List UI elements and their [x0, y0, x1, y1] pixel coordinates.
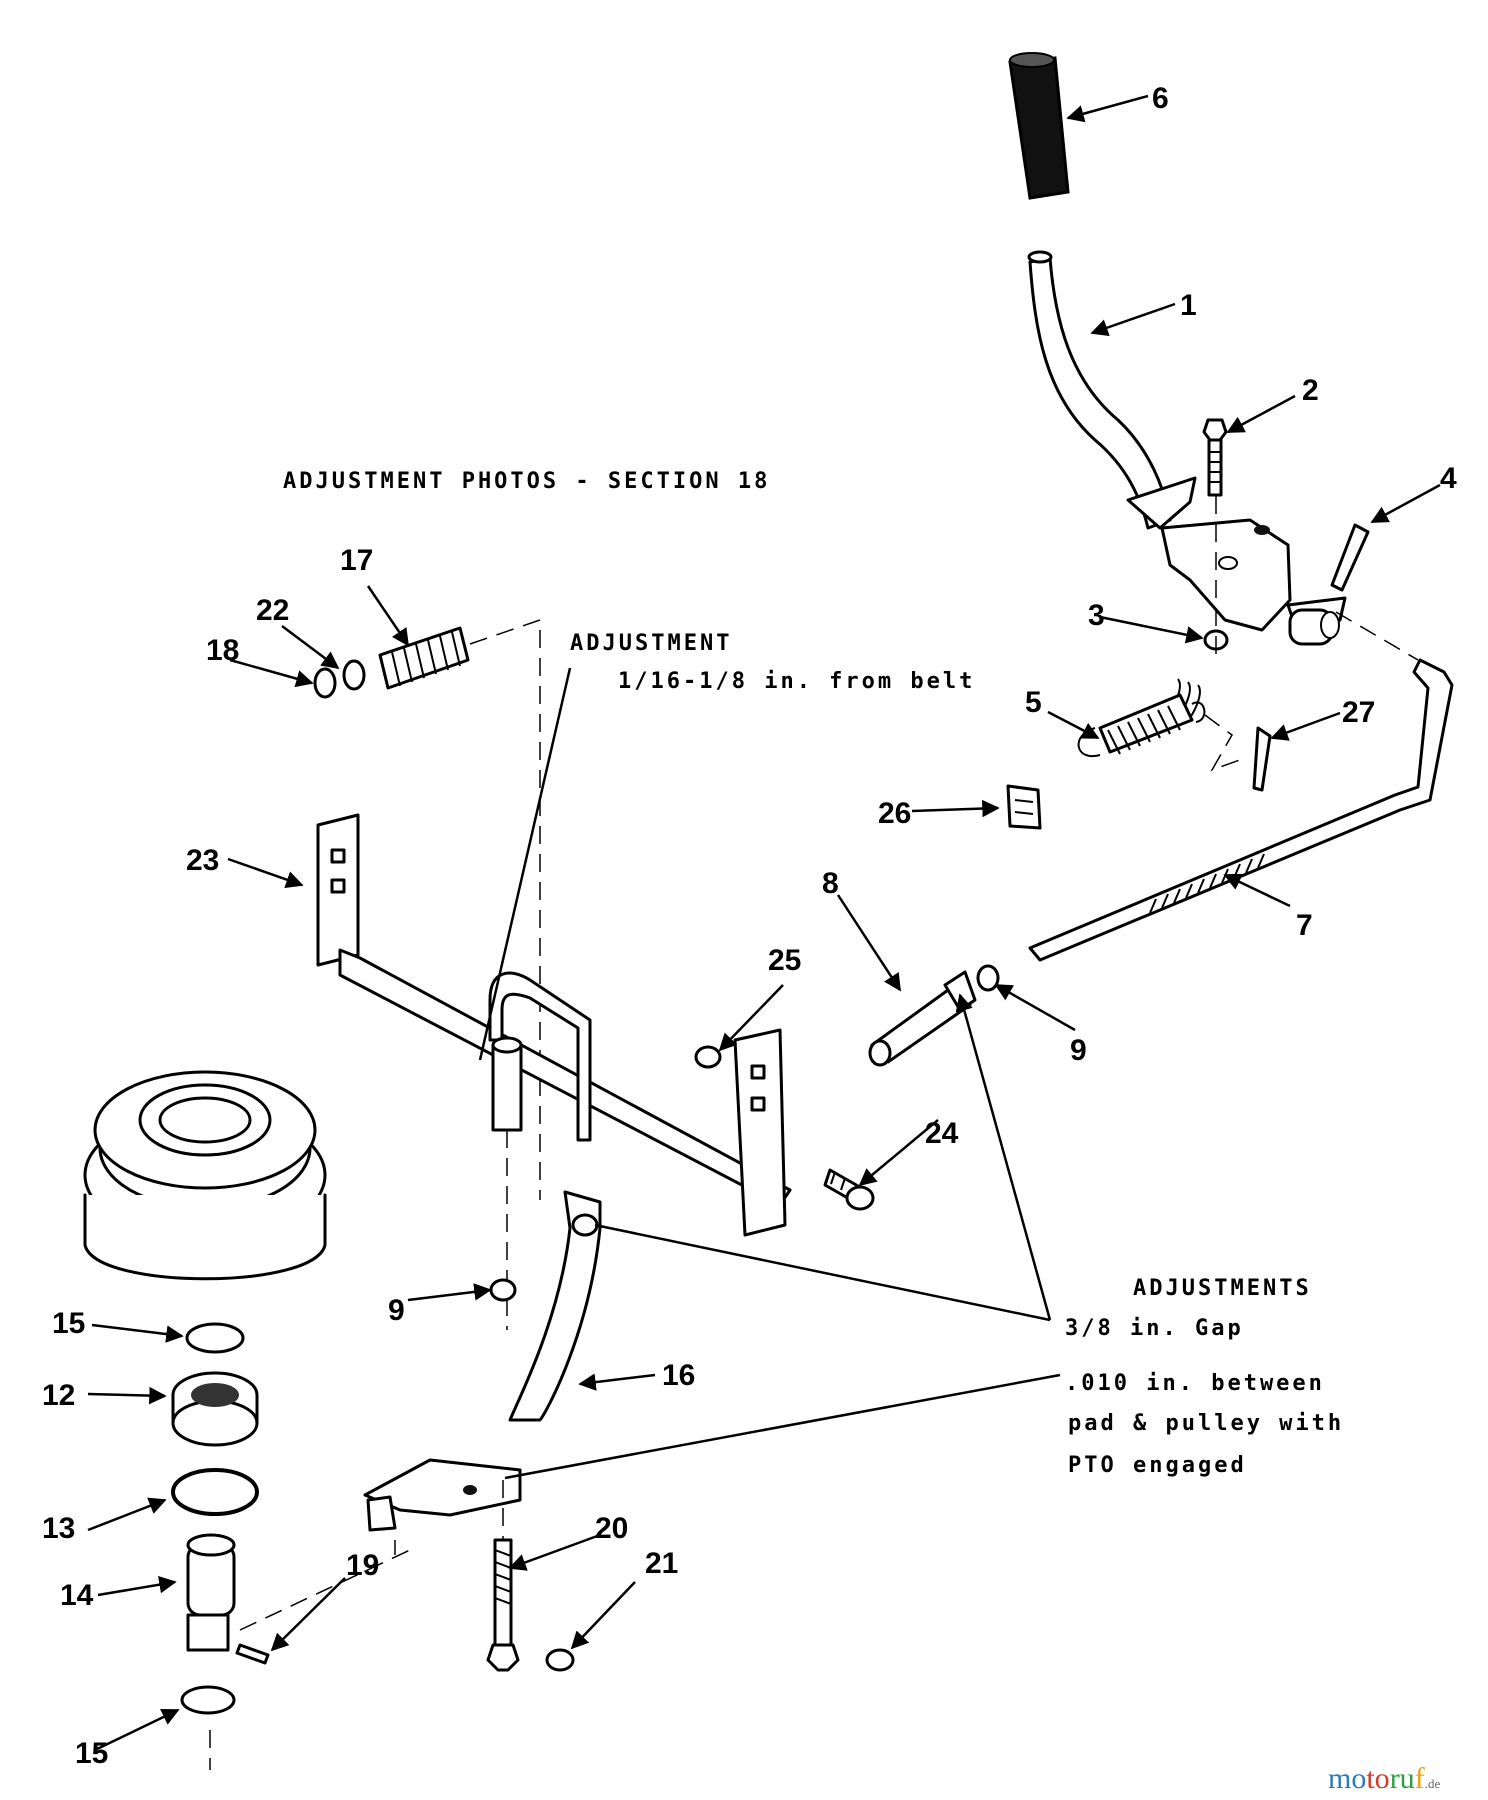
lever-handle-part	[1027, 250, 1347, 646]
callout-22: 24	[925, 1117, 959, 1150]
clip-part-15-lower	[180, 1685, 236, 1715]
pad-note-line2: pad & pulley with	[1068, 1411, 1344, 1436]
callout-7: 5	[1025, 686, 1042, 719]
callout-4: 6	[1152, 82, 1169, 115]
sleeve-part-8	[868, 970, 977, 1067]
callout-25: 22	[256, 594, 289, 627]
nut-part-9-upper	[976, 964, 1000, 992]
grip-part	[1008, 52, 1070, 200]
callout-9-upper: 9	[1070, 1034, 1087, 1067]
svg-text:motoruf.de: motoruf.de	[1328, 1762, 1440, 1795]
clip-part-18	[313, 667, 337, 699]
notes: ADJUSTMENT PHOTOS - SECTION 18 ADJUSTMEN…	[283, 469, 1344, 1478]
callout-5: 7	[1296, 909, 1313, 942]
callout-numbers: 6 1 2 3 4 5 27 26 7 8 9 25 24 23 17 22 1…	[42, 82, 1457, 1770]
washer-part-21	[545, 1648, 575, 1672]
ring-part-13	[171, 1468, 259, 1516]
pad-note-line1: .010 in. between	[1065, 1371, 1325, 1396]
cotter-pin-part-6	[1330, 523, 1370, 592]
callout-27: 27	[1342, 696, 1375, 729]
leader-lines	[87, 94, 1441, 1752]
cotter-pin-part-27	[1252, 726, 1272, 792]
nut-part-23	[694, 1045, 722, 1069]
bearing-part-12	[171, 1371, 259, 1447]
clip-part-15-upper	[185, 1322, 245, 1354]
watermark-logo: motoruf.de	[1328, 1762, 1440, 1795]
bracket-part-24	[316, 813, 792, 1237]
callout-15-lower: 15	[75, 1737, 108, 1770]
adjustments-title: ADJUSTMENTS	[1133, 1276, 1312, 1301]
arm-part-16	[363, 1190, 602, 1532]
control-rod-part	[1028, 611, 1454, 962]
callout-14: 14	[60, 1579, 94, 1612]
callout-18: 18	[206, 634, 239, 667]
pulley-part	[83, 1070, 327, 1281]
shaft-part-14	[186, 1533, 236, 1652]
callout-2: 2	[1302, 374, 1319, 407]
bolt-part-2	[1202, 418, 1228, 497]
callout-23: 25	[768, 944, 801, 977]
adjustment-title: ADJUSTMENT	[570, 631, 732, 656]
bolt-part-22	[823, 1168, 875, 1211]
callout-19: 19	[346, 1549, 379, 1582]
spring-part-17	[378, 626, 470, 690]
bolt-part-20	[486, 1538, 520, 1672]
callout-8: 8	[822, 867, 839, 900]
adjustment-text: 1/16-1/8 in. from belt	[618, 669, 975, 694]
spacer-part	[491, 1036, 523, 1132]
callout-3: 3	[1088, 599, 1105, 632]
nut-part-9-lower	[489, 1278, 517, 1302]
callout-16: 16	[662, 1359, 695, 1392]
callout-15-upper: 15	[52, 1307, 85, 1340]
photos-note: ADJUSTMENT PHOTOS - SECTION 18	[283, 469, 770, 494]
callout-17: 17	[340, 544, 373, 577]
callout-20: 20	[595, 1512, 628, 1545]
callout-13: 13	[42, 1512, 75, 1545]
pad-note-line3: PTO engaged	[1068, 1453, 1247, 1478]
washer-part-25	[342, 659, 366, 691]
clip-part-26	[1006, 784, 1042, 830]
spring-part-7	[1077, 678, 1246, 772]
callout-6: 4	[1440, 462, 1457, 495]
callout-9-lower: 9	[388, 1294, 405, 1327]
callout-26: 26	[878, 797, 911, 830]
callout-12: 12	[42, 1379, 75, 1412]
callout-24: 23	[186, 844, 219, 877]
pin-part-19	[235, 1643, 270, 1665]
callout-1: 1	[1180, 289, 1197, 322]
callout-21: 21	[645, 1547, 678, 1580]
gap-note: 3/8 in. Gap	[1065, 1316, 1244, 1341]
